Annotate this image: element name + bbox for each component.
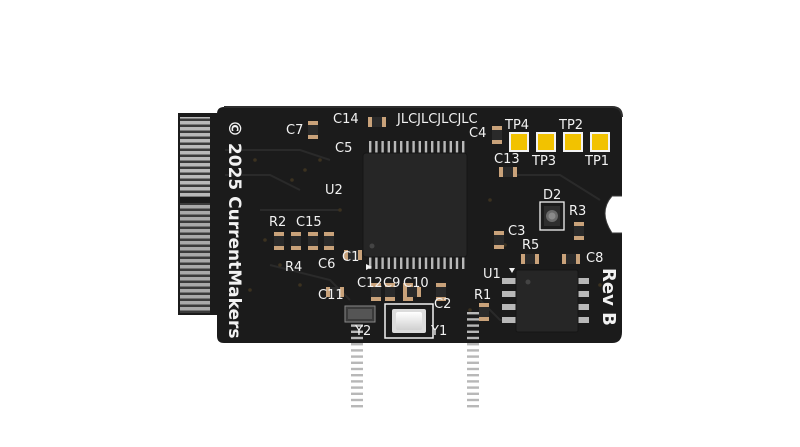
ref-c8: C8 — [586, 251, 603, 266]
ref-c6: C6 — [318, 257, 335, 272]
ref-u2: U2 — [325, 183, 343, 198]
smd-passive — [274, 232, 284, 250]
ref-c12: C12 — [357, 276, 383, 291]
mounting-notch — [604, 195, 622, 234]
smd-passive — [344, 250, 362, 260]
ref-c10: C10 — [403, 276, 429, 291]
edge-connector — [180, 117, 210, 313]
smd-passive — [326, 287, 344, 297]
tp3-pad — [536, 132, 556, 152]
u2-microcontroller — [351, 141, 479, 408]
ref-u1: U1 — [483, 267, 501, 282]
smd-passive — [368, 117, 386, 127]
revision-label: Rev B — [598, 268, 619, 326]
smd-passive — [324, 232, 334, 250]
ref-r5: R5 — [522, 238, 539, 253]
tp1-pad — [590, 132, 610, 152]
ref-r1: R1 — [474, 288, 491, 303]
ref-c1: C1 — [342, 250, 359, 265]
smd-passive — [521, 254, 539, 264]
ref-r2: R2 — [269, 215, 286, 230]
ref-tp3: TP3 — [531, 154, 556, 169]
smd-passive — [574, 222, 584, 240]
ref-c2: C2 — [434, 297, 451, 312]
smd-passive — [371, 283, 381, 301]
ref-c5: C5 — [335, 141, 352, 156]
fab-mark: JLCJLCJLCJLC — [396, 112, 478, 127]
ref-tp4: TP4 — [504, 118, 529, 133]
ref-tp2: TP2 — [558, 118, 583, 133]
smd-passive — [499, 167, 517, 177]
test-points — [509, 132, 610, 152]
ref-y2: Y2 — [354, 324, 371, 339]
smd-passive — [494, 231, 504, 249]
ref-y1: Y1 — [430, 324, 447, 339]
d2-led — [539, 201, 565, 231]
ref-r4: R4 — [285, 260, 302, 275]
smd-passive — [562, 254, 580, 264]
copyright-label: © 2025 CurrentMakers — [224, 120, 244, 339]
passives — [274, 117, 584, 321]
smd-passive — [479, 303, 489, 321]
reference-designators: U2 U1 Y1 Y2 D2 R1 R2 R3 R4 R5 C1 C2 C3 C… — [269, 112, 609, 339]
ref-d2: D2 — [543, 188, 561, 203]
u1-soic-chip — [502, 268, 589, 333]
ref-c14: C14 — [333, 112, 359, 127]
ref-r3: R3 — [569, 204, 586, 219]
y1-crystal — [384, 303, 434, 339]
y2-crystal — [344, 305, 376, 323]
ref-c9: C9 — [383, 276, 400, 291]
ref-c15: C15 — [296, 215, 322, 230]
ref-c11: C11 — [318, 288, 344, 303]
ref-tp1: TP1 — [584, 154, 609, 169]
tp4-pad — [509, 132, 529, 152]
ref-c13: C13 — [494, 152, 520, 167]
smd-passive — [436, 283, 446, 301]
ref-c7: C7 — [286, 123, 303, 138]
smd-passive — [291, 232, 301, 250]
tp2-pad — [563, 132, 583, 152]
ref-c3: C3 — [508, 224, 525, 239]
smd-passive — [308, 232, 318, 250]
ref-c4: C4 — [469, 126, 486, 141]
smd-passive — [403, 287, 421, 297]
smd-passive — [492, 126, 502, 144]
smd-passive — [308, 121, 318, 139]
smd-passive — [385, 283, 395, 301]
